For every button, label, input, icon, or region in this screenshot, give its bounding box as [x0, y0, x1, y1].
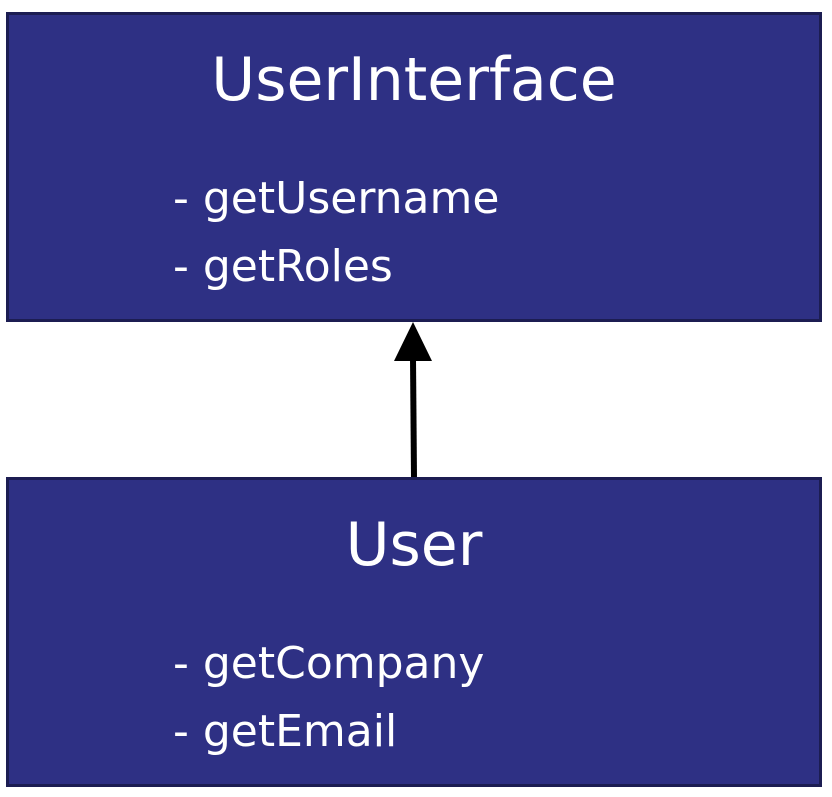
class-name: User	[345, 510, 483, 580]
arrowhead	[394, 322, 432, 361]
class-box-userinterface: UserInterface - getUsername - getRoles	[6, 12, 822, 322]
method-item: - getEmail	[173, 706, 398, 757]
method-item: - getCompany	[173, 638, 485, 689]
class-name: UserInterface	[211, 45, 617, 115]
class-box-user: User - getCompany - getEmail	[6, 477, 822, 787]
method-list: - getUsername - getRoles	[173, 165, 499, 301]
method-list: - getCompany - getEmail	[173, 630, 484, 766]
method-item: - getUsername	[173, 173, 500, 224]
method-item: - getRoles	[173, 241, 393, 292]
arrow-shaft	[410, 357, 417, 479]
